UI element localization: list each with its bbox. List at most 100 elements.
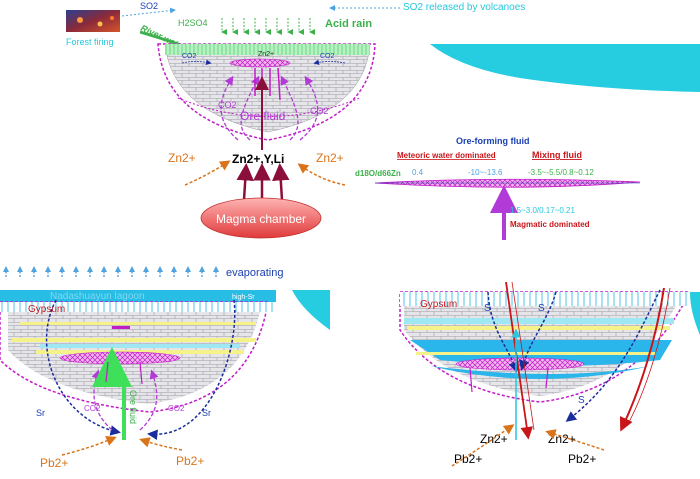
pb2-right-arrow xyxy=(139,437,183,451)
evaporating-label: evaporating xyxy=(226,267,284,279)
br-yellow-band xyxy=(416,352,656,355)
s-arrow-mid xyxy=(519,291,557,371)
purple-left-outer xyxy=(220,75,239,141)
fault-right xyxy=(619,287,665,432)
mixing-range: -3.5~-5.5/0.8~0.12 xyxy=(528,168,594,177)
s-arrow-left xyxy=(487,291,519,373)
br-magenta-stem xyxy=(545,367,549,389)
br-ore-lens xyxy=(455,357,585,371)
bl-cyan-band xyxy=(40,344,240,348)
br-zn2-right: Zn2+ xyxy=(548,432,576,446)
top-basin-halo xyxy=(157,43,376,141)
bl-gypsum-label: Gypsum xyxy=(28,304,65,315)
co2-mid-right: CO2 xyxy=(310,106,329,116)
fire-spot xyxy=(97,21,103,27)
br-magenta-stem xyxy=(469,367,473,393)
pb2-right-label: Pb2+ xyxy=(176,454,204,468)
br-stripe-layer xyxy=(400,292,690,306)
s-arrow-right xyxy=(565,289,661,422)
so2-released-label: SO2 released by volcanoes xyxy=(403,2,525,13)
high-sr-label: high-Sr xyxy=(232,294,255,301)
bl-stripe-layer xyxy=(0,302,276,312)
magenta-stem xyxy=(277,67,281,101)
bl-ore-fluid-label: Ore fluid xyxy=(128,390,138,424)
bl-ore-lens xyxy=(59,351,181,365)
so2-label: SO2 xyxy=(140,1,158,11)
top-ore-lens xyxy=(229,58,291,68)
bl-co2-left: CO2 xyxy=(84,404,101,413)
evaporation-arrows xyxy=(2,266,219,277)
magmatic-label: Magmatic dominated xyxy=(510,220,590,229)
acid-rain-arrows xyxy=(221,18,315,35)
br-pb2-right: Pb2+ xyxy=(568,452,596,466)
magmatic-range: 1.5~3.0/0.17~0.21 xyxy=(510,206,576,215)
bl-basin-halo xyxy=(0,301,269,413)
top-cyan-wedge xyxy=(430,44,700,92)
pb2-left-arrow xyxy=(61,436,117,456)
ore-forming-fluid-title: Ore-forming fluid xyxy=(456,136,530,146)
bl-magenta-stem xyxy=(105,361,109,383)
top-basin-water xyxy=(165,44,370,55)
co2-top-left-arrow xyxy=(181,59,212,65)
top-panel: Forest firing SO2 SO2 released by volcan… xyxy=(66,1,700,239)
top-basin-zn-label: Zn2+ xyxy=(258,51,274,58)
br-blue-lower xyxy=(430,366,650,379)
magma-chamber xyxy=(200,197,322,239)
sr-left-arrow xyxy=(45,299,121,436)
sr-left-label: Sr xyxy=(36,408,45,418)
co2-top-left: CO2 xyxy=(182,53,197,60)
ore-forming-fluid-inset: Ore-forming fluid Meteoric water dominat… xyxy=(355,136,641,240)
co2-mid-left: CO2 xyxy=(218,100,237,110)
s-label-mid: S xyxy=(538,303,545,314)
magma-arrow xyxy=(272,163,290,201)
h2so4-label: H2SO4 xyxy=(178,18,208,28)
bl-yellow-band xyxy=(20,322,256,325)
bottom-left-panel: evaporating Nadashuayun lagoon high-Sr G… xyxy=(0,266,330,470)
zn2-left-label: Zn2+ xyxy=(168,151,196,165)
lagoon-water xyxy=(0,290,276,302)
forest-fire-image xyxy=(66,10,120,32)
br-orange-left-arrow xyxy=(451,424,515,467)
br-pb2-left: Pb2+ xyxy=(454,452,482,466)
fault-main xyxy=(505,281,533,440)
pb2-left-label: Pb2+ xyxy=(40,456,68,470)
fire-spot xyxy=(77,17,83,23)
co2-top-right-arrow xyxy=(313,59,346,65)
fault-main-parallel xyxy=(511,281,535,431)
mixing-label: Mixing fluid xyxy=(532,150,582,160)
fault-right-parallel xyxy=(627,287,671,425)
bottom-right-panel: Gypsum S S S Zn2+ Zn2+ Pb2+ Pb2+ xyxy=(399,281,700,467)
br-gypsum-label: Gypsum xyxy=(420,299,457,310)
bl-magenta-stem xyxy=(139,361,143,385)
fire-spot xyxy=(110,16,114,20)
magma-chamber-label: Magma chamber xyxy=(216,212,306,226)
purple-right-outer xyxy=(299,75,319,141)
co2-top-right: CO2 xyxy=(320,53,335,60)
br-cyan-band xyxy=(404,318,674,324)
zn2-left-arrow xyxy=(184,160,231,186)
top-basin-dotted-layer xyxy=(177,97,361,117)
br-basin-halo xyxy=(399,291,692,403)
so2-fire-arrow xyxy=(121,7,176,17)
bl-yellow-band xyxy=(36,350,244,354)
br-yellow-band xyxy=(408,326,670,330)
s-label-right: S xyxy=(578,395,585,406)
bl-yellow-band xyxy=(12,338,256,342)
meteoric-range: -10~-13.6 xyxy=(468,168,503,177)
axis-label: d18O/d66Zn xyxy=(355,169,401,178)
meteoric-label: Meteoric water dominated xyxy=(397,151,496,160)
sr-right-arrow xyxy=(147,299,236,440)
br-cyan-wedge xyxy=(690,292,700,335)
meteoric-value: 0.4 xyxy=(412,168,424,177)
acid-rain-label: Acid rain xyxy=(325,18,372,30)
zn-y-li-label: Zn2+,Y,Li xyxy=(232,152,284,166)
bl-small-lens xyxy=(112,326,130,329)
bl-purple-left xyxy=(91,369,113,431)
bl-co2-right: CO2 xyxy=(168,404,185,413)
bl-cyan-wedge xyxy=(292,290,330,330)
sr-right-label: Sr xyxy=(202,408,211,418)
br-orange-right-arrow xyxy=(545,429,605,451)
zn2-right-label: Zn2+ xyxy=(316,151,344,165)
magma-arrow xyxy=(236,163,254,201)
